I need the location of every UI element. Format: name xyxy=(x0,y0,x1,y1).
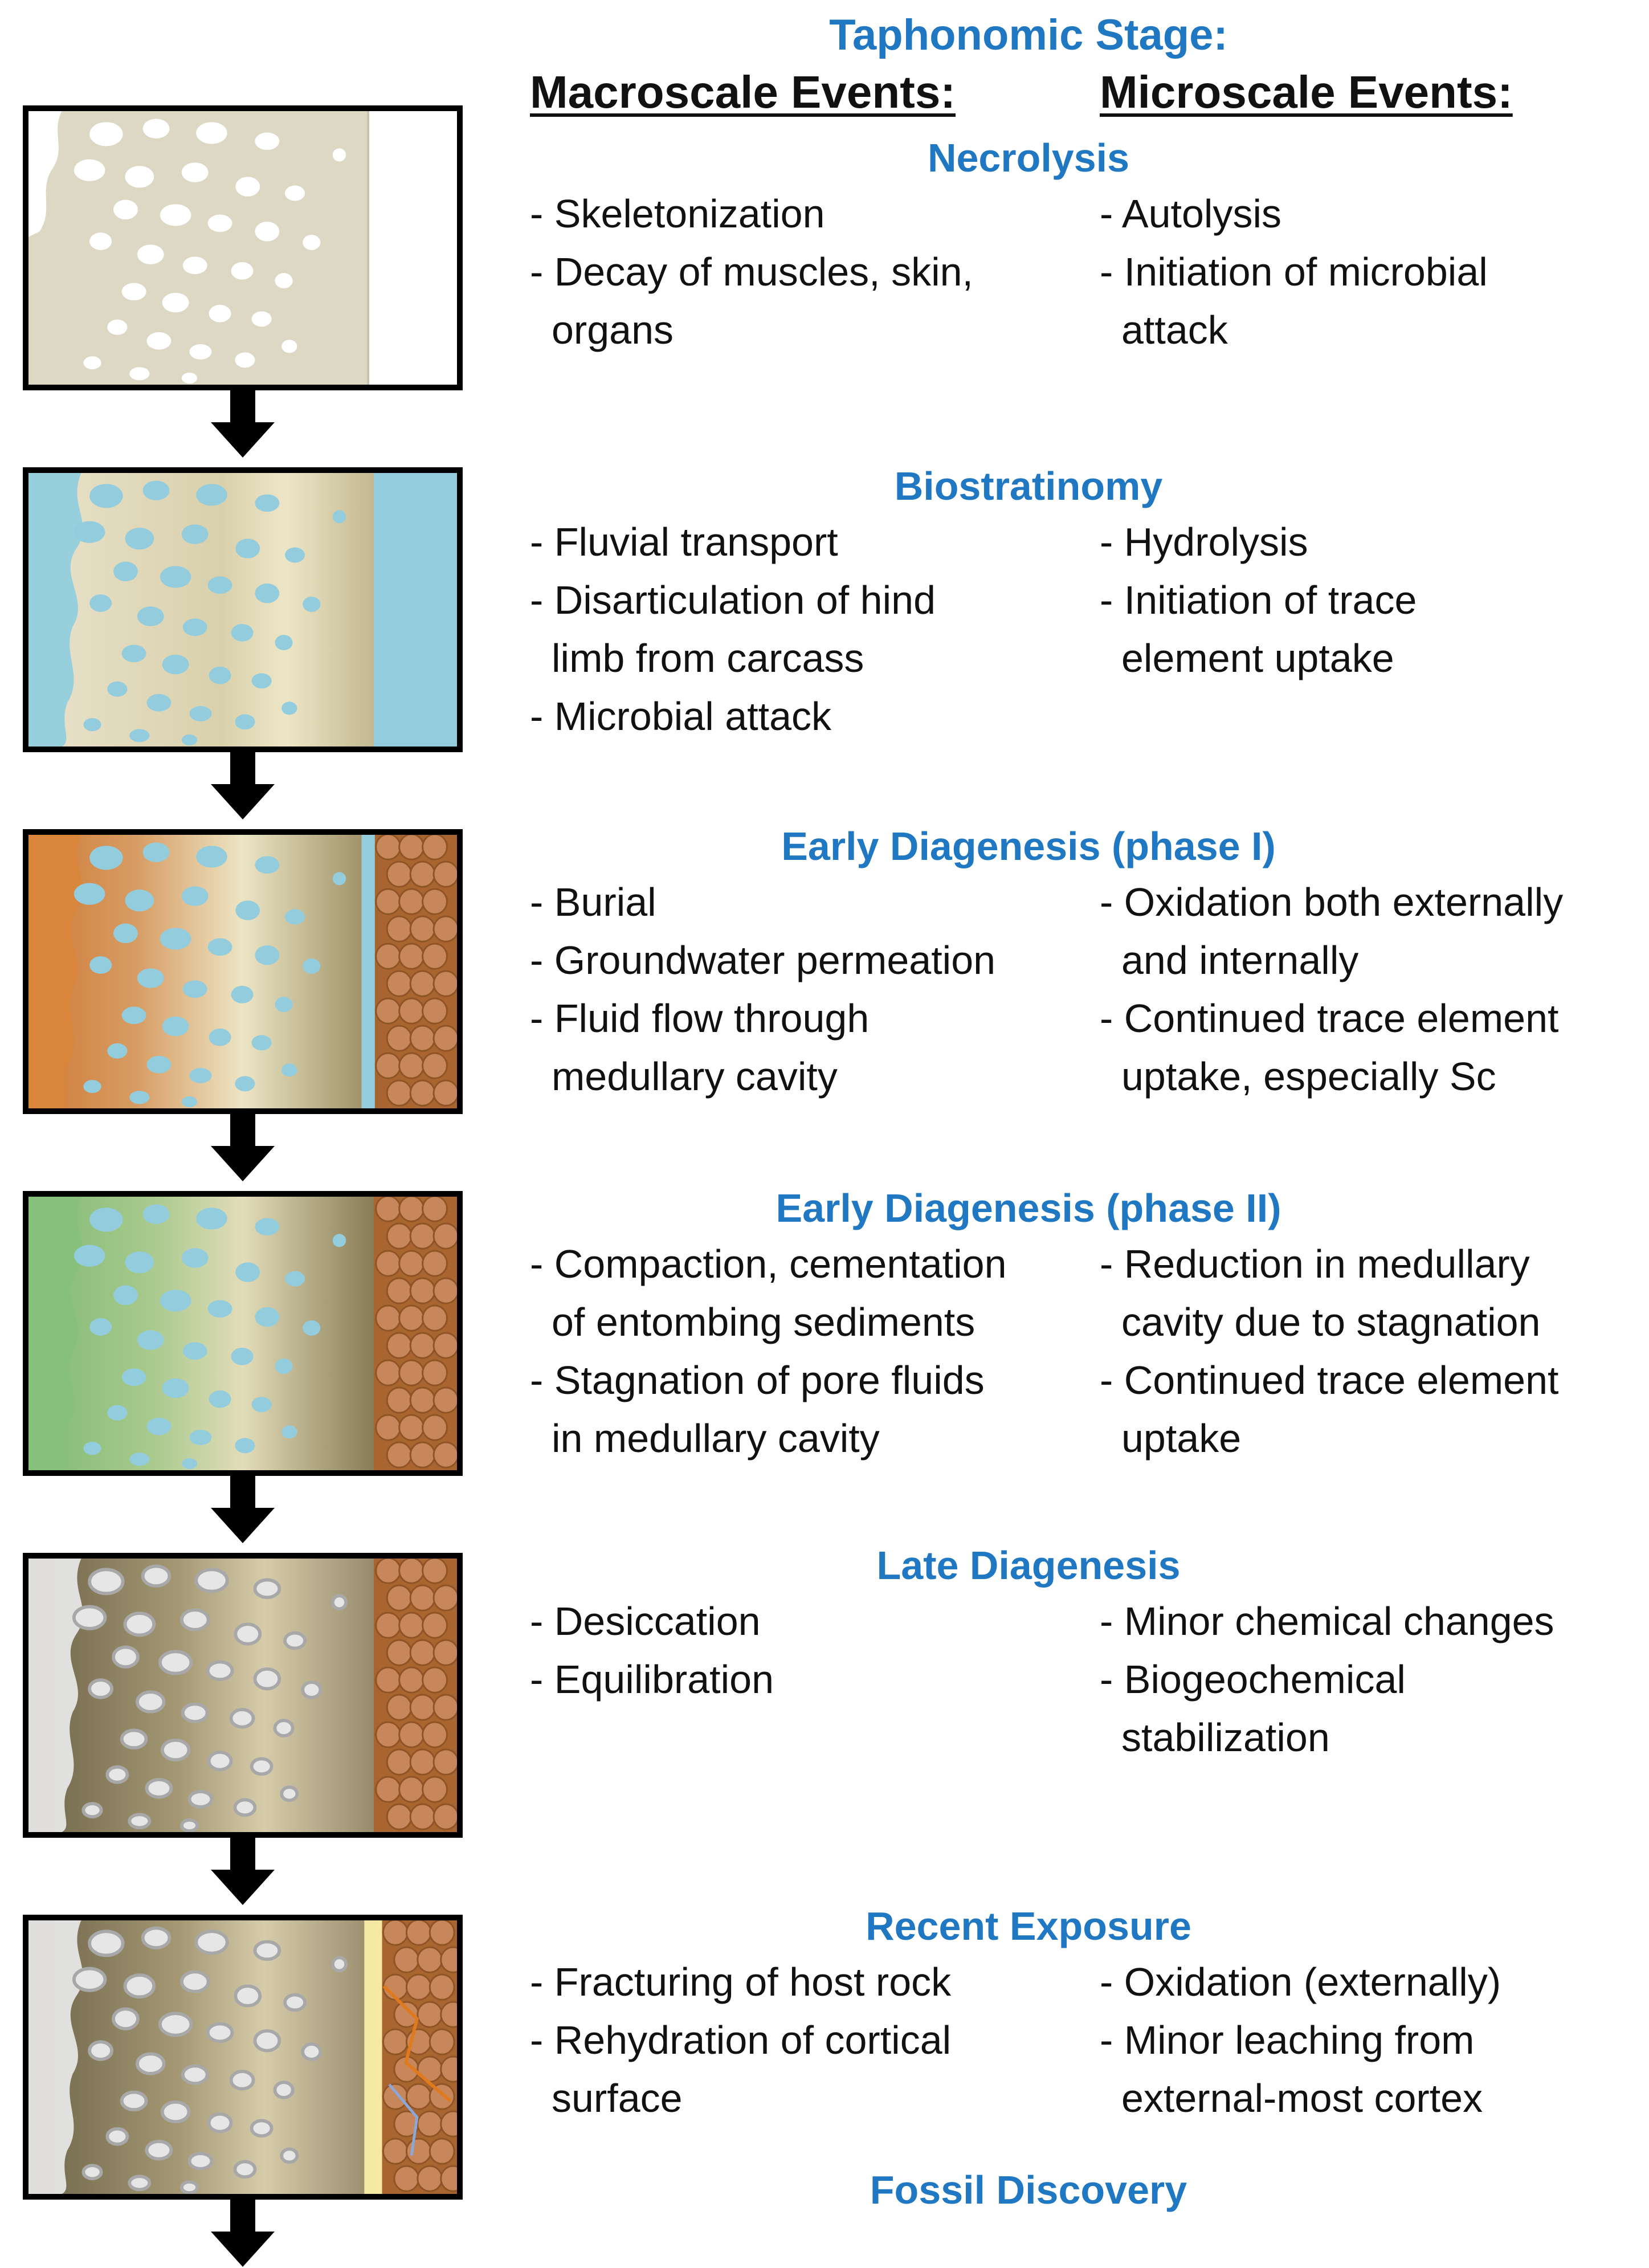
microscale-column-heading: Microscale Events: xyxy=(1100,67,1513,117)
microscale-events-list: - Reduction in medullary cavity due to s… xyxy=(1100,1235,1647,1467)
microscale-events-list: - Autolysis - Initiation of microbial att… xyxy=(1100,185,1647,359)
down-arrow-icon xyxy=(209,2200,277,2268)
macroscale-event: - Groundwater permeation xyxy=(530,938,996,982)
macroscale-event: - Stagnation of pore fluids in medullary… xyxy=(530,1358,985,1461)
macroscale-event: - Rehydration of cortical surface xyxy=(530,2018,952,2120)
macroscale-event: - Desiccation xyxy=(530,1599,761,1643)
microscale-event: - Continued trace element uptake, especi… xyxy=(1100,996,1559,1099)
microscale-event: - Oxidation both externally and internal… xyxy=(1100,880,1564,982)
down-arrow-icon xyxy=(209,1838,277,1906)
microscale-events-list: - Hydrolysis - Initiation of trace elemen… xyxy=(1100,513,1647,687)
microscale-event: - Minor chemical changes xyxy=(1100,1599,1554,1643)
down-arrow-icon xyxy=(209,1114,277,1182)
down-arrow-icon xyxy=(209,752,277,821)
microscale-event: - Initiation of microbial attack xyxy=(1100,250,1488,352)
microscale-event: - Minor leaching from external-most cort… xyxy=(1100,2018,1483,2120)
macroscale-event: - Skeletonization xyxy=(530,191,825,236)
macroscale-event: - Fluvial transport xyxy=(530,520,838,564)
stage-title: Late Diagenesis xyxy=(876,1543,1181,1588)
down-arrow-icon xyxy=(209,390,277,459)
stage-title: Necrolysis xyxy=(927,136,1130,180)
stage-title: Recent Exposure xyxy=(866,1904,1191,1948)
microscale-event: - Autolysis xyxy=(1100,191,1281,236)
stage-title: Early Diagenesis (phase II) xyxy=(775,1186,1281,1230)
macroscale-event: - Fluid flow through medullary cavity xyxy=(530,996,870,1099)
microscale-event: - Reduction in medullary cavity due to s… xyxy=(1100,1242,1541,1344)
macroscale-events-list: - Desiccation - Equilibration xyxy=(530,1592,1094,1708)
microscale-event: - Continued trace element uptake xyxy=(1100,1358,1559,1461)
macroscale-column-heading: Macroscale Events: xyxy=(530,67,956,117)
macroscale-events-list: - Burial - Groundwater permeation - Fluid … xyxy=(530,873,1094,1106)
microscale-event: - Oxidation (externally) xyxy=(1100,1960,1501,2004)
stage-illustration xyxy=(23,467,463,752)
macroscale-event: - Burial xyxy=(530,880,656,924)
stage-illustration xyxy=(23,105,463,390)
macroscale-event: - Fracturing of host rock xyxy=(530,1960,952,2004)
stage-illustration xyxy=(23,1553,463,1838)
macroscale-event: - Decay of muscles, skin, organs xyxy=(530,250,973,352)
down-arrow-icon xyxy=(209,1476,277,1544)
stage-title: Biostratinomy xyxy=(894,464,1163,508)
microscale-events-list: - Minor chemical changes - Biogeochemical… xyxy=(1100,1592,1647,1767)
microscale-event: - Hydrolysis xyxy=(1100,520,1308,564)
diagram-title: Taphonomic Stage: xyxy=(829,11,1228,59)
stage-illustration xyxy=(23,1915,463,2200)
macroscale-event: - Compaction, cementation of entombing s… xyxy=(530,1242,1007,1344)
microscale-event: - Initiation of trace element uptake xyxy=(1100,578,1417,680)
macroscale-event: - Disarticulation of hind limb from carc… xyxy=(530,578,936,680)
macroscale-event: - Equilibration xyxy=(530,1657,774,1702)
microscale-event: - Biogeochemical stabilization xyxy=(1100,1657,1406,1760)
final-stage-title: Fossil Discovery xyxy=(870,2168,1187,2212)
microscale-events-list: - Oxidation (externally) - Minor leaching… xyxy=(1100,1953,1647,2127)
macroscale-events-list: - Compaction, cementation of entombing s… xyxy=(530,1235,1094,1467)
macroscale-events-list: - Fracturing of host rock - Rehydration o… xyxy=(530,1953,1094,2127)
microscale-events-list: - Oxidation both externally and internal… xyxy=(1100,873,1647,1106)
macroscale-events-list: - Fluvial transport - Disarticulation of … xyxy=(530,513,1094,745)
stage-title: Early Diagenesis (phase I) xyxy=(781,824,1276,868)
macroscale-event: - Microbial attack xyxy=(530,694,832,739)
stage-illustration xyxy=(23,829,463,1114)
macroscale-events-list: - Skeletonization - Decay of muscles, ski… xyxy=(530,185,1094,359)
stage-illustration xyxy=(23,1191,463,1476)
